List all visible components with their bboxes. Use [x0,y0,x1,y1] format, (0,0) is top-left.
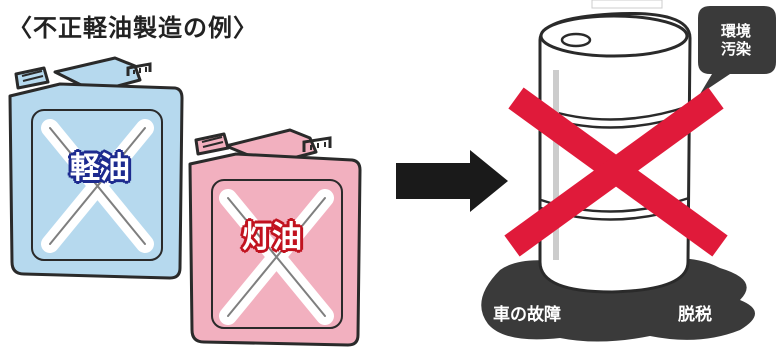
red-x-icon [504,87,728,257]
environmental-pollution-text: 環境 汚染 [708,22,764,58]
bubble-line-1: 環境 [720,22,751,40]
vehicle-failure-text: 車の故障 [493,305,561,325]
blue-jerrycan [8,56,184,280]
oil-drum-icon [538,0,692,294]
right-arrow-icon [396,150,508,212]
bubble-line-2: 汚染 [720,40,751,58]
tax-evasion-text: 脱税 [678,305,712,325]
page-title: 〈不正軽油製造の例〉 [8,14,258,42]
kerosene-label: 灯油 [242,220,302,255]
pink-jerrycan [188,128,362,347]
diesel-label: 軽油 [70,151,130,186]
speech-bubble [698,6,776,94]
